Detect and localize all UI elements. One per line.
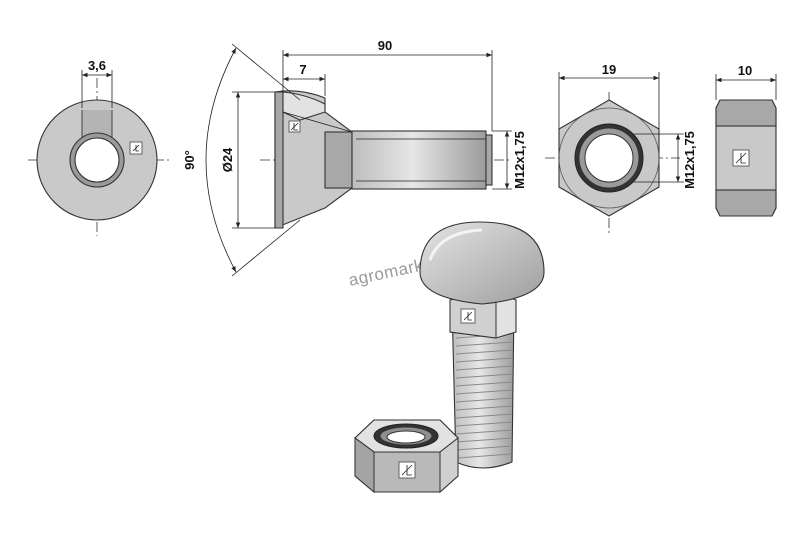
bolt-length-label: 90 xyxy=(378,38,392,53)
nut-height-label: 10 xyxy=(738,63,752,78)
quality-mark-icon xyxy=(460,308,476,324)
bolt-side-view: 90 7 Ø24 90° M12x1,75 xyxy=(182,38,527,277)
head-height-label: 7 xyxy=(299,62,306,77)
quality-mark-icon xyxy=(398,461,416,479)
nut-side-view: 10 xyxy=(715,63,777,217)
bolt-and-nut-illustration xyxy=(354,221,545,494)
head-angle-label: 90° xyxy=(182,150,197,170)
watermark: agromark xyxy=(347,256,425,290)
nut-thread-label: M12x1,75 xyxy=(682,131,697,189)
bolt-end-view: 3,6 xyxy=(28,58,170,236)
nut-width-label: 19 xyxy=(602,62,616,77)
nut-top-view: 19 M12x1,75 xyxy=(545,62,697,236)
quality-mark-icon xyxy=(129,141,143,155)
quality-mark-icon xyxy=(288,120,301,133)
head-diameter-label: Ø24 xyxy=(220,147,235,172)
quality-mark-icon xyxy=(732,149,750,167)
neck-width-label: 3,6 xyxy=(88,58,106,73)
bolt-thread-label: M12x1,75 xyxy=(512,131,527,189)
